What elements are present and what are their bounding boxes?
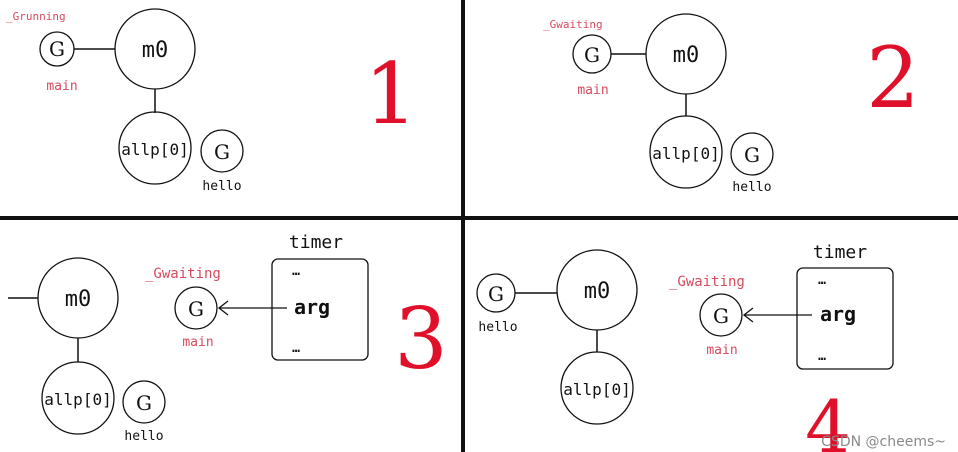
main-status-label: _Grunning <box>6 10 66 23</box>
timer-field-arg: arg <box>820 302 856 326</box>
main-goroutine-name: main <box>706 343 737 358</box>
allp0-label: allp[0] <box>44 390 111 409</box>
hello-goroutine-g: G <box>136 391 152 415</box>
hello-goroutine-name: hello <box>202 179 241 194</box>
hello-goroutine-g: G <box>488 282 504 306</box>
m0-label: m0 <box>584 279 611 304</box>
main-goroutine-g: G <box>49 37 65 61</box>
main-goroutine-g: G <box>188 297 204 321</box>
panel-number: 3 <box>394 290 447 388</box>
main-goroutine-name: main <box>46 79 77 94</box>
timer-title: timer <box>813 242 867 263</box>
allp0-node <box>560 351 634 425</box>
hello-goroutine-g: G <box>744 143 760 167</box>
main-goroutine-g: G <box>713 304 729 328</box>
allp0-label: allp[0] <box>652 144 719 163</box>
panel-1: _Grunning G main m0 allp[0] G hello 1 <box>6 8 418 194</box>
timer-struct-box <box>796 267 894 370</box>
timer-struct-box <box>271 258 369 361</box>
main-status-label: _Gwaiting <box>669 274 745 290</box>
allp0-label: allp[0] <box>563 380 630 399</box>
hello-goroutine-node <box>200 129 244 173</box>
allp0-node <box>41 361 115 435</box>
timer-field-bottom: … <box>292 341 300 356</box>
panel-number: 4 <box>805 385 851 452</box>
m0-label: m0 <box>673 43 700 68</box>
allp0-node <box>649 115 723 189</box>
allp0-node <box>118 111 192 185</box>
timer-field-top: … <box>818 273 826 288</box>
panel-number: 2 <box>866 29 919 127</box>
panel-3: m0 allp[0] G hello _Gwaiting G main time… <box>8 232 448 444</box>
timer-title: timer <box>289 232 343 253</box>
horizontal-divider <box>0 216 958 220</box>
main-status-label: _Gwaiting <box>543 18 603 31</box>
hello-goroutine-node <box>730 132 774 176</box>
main-goroutine-node <box>699 293 743 337</box>
main-goroutine-name: main <box>577 83 608 98</box>
timer-field-top: … <box>292 264 300 279</box>
panel-4: G hello m0 allp[0] _Gwaiting G main time… <box>476 242 894 452</box>
allp0-label: allp[0] <box>121 140 188 159</box>
vertical-divider <box>461 0 465 452</box>
timer-field-bottom: … <box>818 349 826 364</box>
hello-goroutine-g: G <box>214 140 230 164</box>
hello-goroutine-name: hello <box>124 429 163 444</box>
hello-goroutine-node <box>122 380 166 424</box>
panel-2: _Gwaiting G main m0 allp[0] G hello 2 <box>543 13 920 195</box>
main-goroutine-name: main <box>182 335 213 350</box>
m0-label: m0 <box>142 38 169 63</box>
hello-goroutine-name: hello <box>732 180 771 195</box>
timer-field-arg: arg <box>294 295 330 319</box>
arrow-head-icon <box>217 300 229 316</box>
main-goroutine-g: G <box>584 43 600 67</box>
panel-number: 1 <box>364 45 417 143</box>
csdn-watermark: CSDN @cheems~ <box>821 434 946 450</box>
m0-label: m0 <box>65 287 92 312</box>
main-status-label: _Gwaiting <box>145 266 221 282</box>
arrow-head-icon <box>742 307 754 323</box>
hello-goroutine-name: hello <box>478 320 517 335</box>
main-goroutine-node <box>174 286 218 330</box>
